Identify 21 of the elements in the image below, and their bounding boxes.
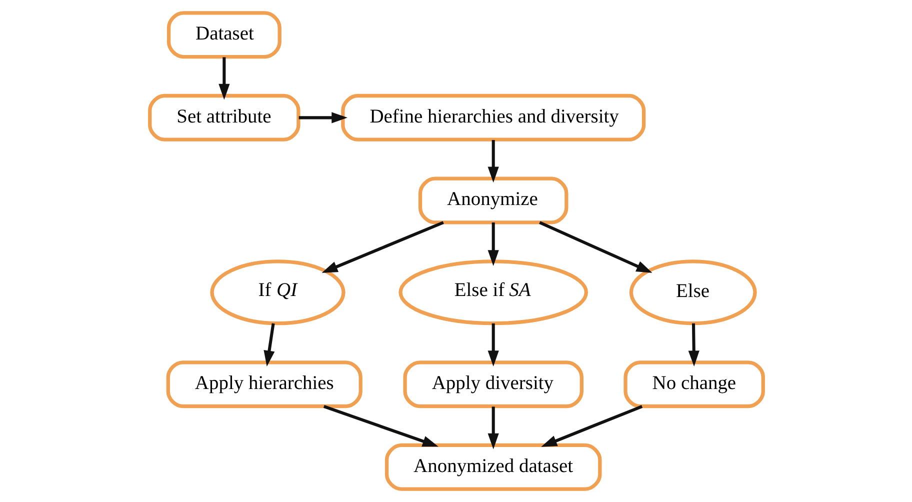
arrow (540, 405, 642, 447)
node-box: Apply hierarchies (166, 360, 362, 408)
arrow (487, 222, 498, 266)
arrow (263, 323, 274, 366)
node-box: Define hierarchies and diversity (340, 94, 646, 142)
arrow (487, 323, 498, 367)
arrow (538, 221, 652, 273)
node-box: No change (623, 360, 764, 408)
arrow (298, 112, 347, 124)
node-box: Anonymize (418, 176, 568, 224)
arrow (218, 57, 230, 100)
arrow (487, 140, 498, 183)
arrow (487, 406, 498, 450)
node-ellipse: Else if SA (398, 260, 588, 326)
node-box: Apply diversity (402, 360, 583, 408)
node-box: Dataset (166, 11, 281, 59)
arrow (322, 405, 438, 447)
node-box: Set attribute (148, 94, 300, 142)
arrow (321, 221, 444, 273)
node-box: Anonymized dataset (384, 443, 602, 491)
arrow (688, 323, 699, 367)
